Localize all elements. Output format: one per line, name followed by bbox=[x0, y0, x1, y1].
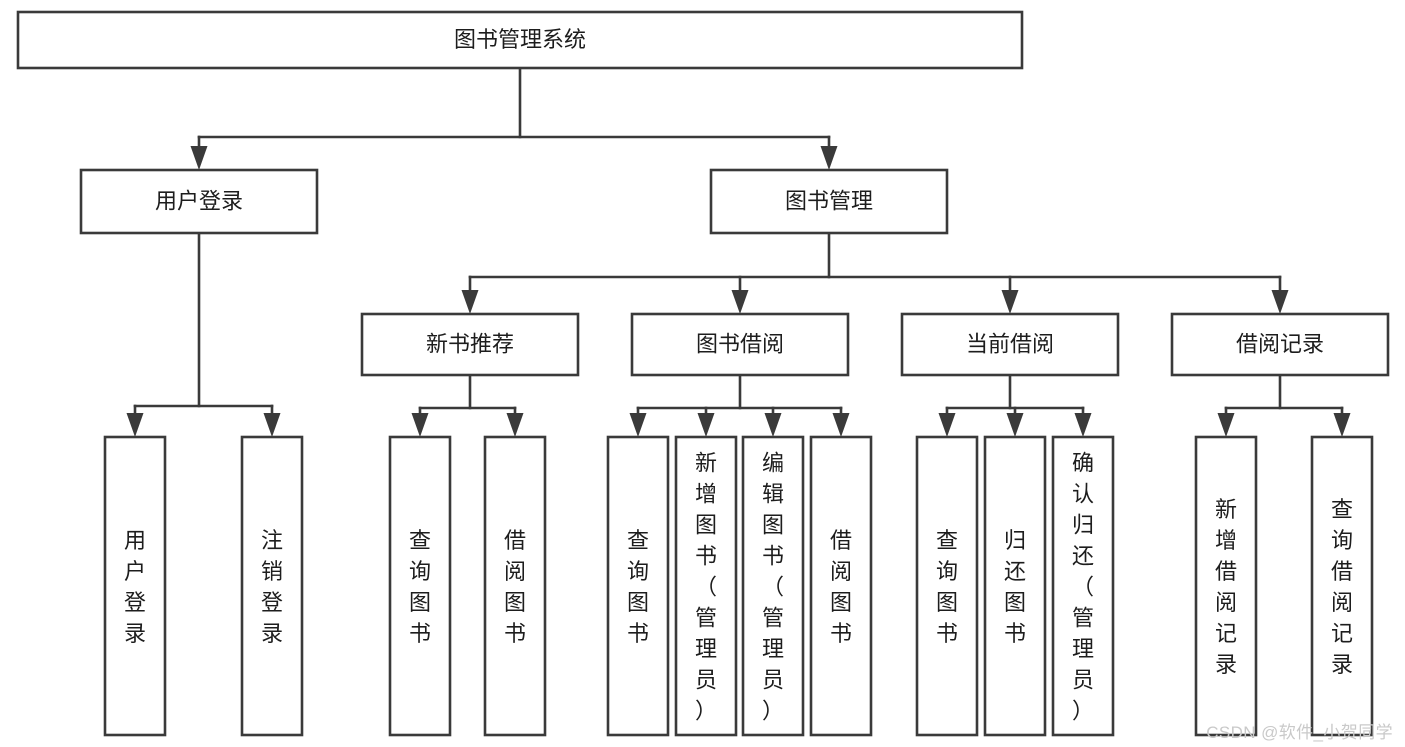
node-user-login[interactable]: 用户登录 bbox=[79, 168, 319, 235]
node-borrow-record[interactable]: 借阅记录 bbox=[1170, 312, 1390, 377]
node-book-borrow[interactable]: 图书借阅 bbox=[630, 312, 850, 377]
node-label: 图书借阅 bbox=[696, 331, 784, 356]
node-label: 注销登录 bbox=[261, 528, 283, 646]
node-book-manage[interactable]: 图书管理 bbox=[709, 168, 949, 235]
node-label: 查询借阅记录 bbox=[1331, 497, 1353, 677]
node-label: 当前借阅 bbox=[966, 331, 1054, 356]
connector-book-borrow bbox=[629, 373, 850, 437]
node-leaf-borrow-book-1[interactable]: 借阅图书 bbox=[483, 435, 547, 737]
connector-layer bbox=[126, 66, 1351, 437]
connector-borrow-record bbox=[1217, 373, 1351, 437]
node-label: 查询图书 bbox=[936, 528, 958, 646]
node-label: 用户登录 bbox=[155, 188, 243, 213]
node-label: 归还图书 bbox=[1004, 528, 1026, 646]
node-label: 借阅记录 bbox=[1236, 331, 1324, 356]
node-label: 查询图书 bbox=[627, 528, 649, 646]
node-label: 确认归还（管理员） bbox=[1072, 451, 1094, 724]
node-leaf-add-record[interactable]: 新增借阅记录 bbox=[1194, 435, 1258, 737]
connector-new-book-rec bbox=[411, 373, 524, 437]
node-leaf-query-book-3[interactable]: 查询图书 bbox=[915, 435, 979, 737]
node-label: 新增图书（管理员） bbox=[695, 451, 717, 724]
node-leaf-edit-book[interactable]: 编辑图书（管理员） bbox=[741, 435, 805, 737]
node-leaf-user-login[interactable]: 用户登录 bbox=[103, 435, 167, 737]
node-leaf-query-book-2[interactable]: 查询图书 bbox=[606, 435, 670, 737]
node-label: 编辑图书（管理员） bbox=[762, 451, 784, 724]
node-root[interactable]: 图书管理系统 bbox=[16, 10, 1024, 70]
node-leaf-query-record[interactable]: 查询借阅记录 bbox=[1310, 435, 1374, 737]
watermark-text: CSDN @软件_小贺同学 bbox=[1206, 723, 1393, 742]
connector-current-borrow bbox=[938, 373, 1092, 437]
connector-user-login bbox=[126, 231, 281, 437]
node-leaf-confirm-return[interactable]: 确认归还（管理员） bbox=[1051, 435, 1115, 737]
connector-book-manage bbox=[461, 231, 1289, 314]
node-layer: 图书管理系统用户登录图书管理新书推荐图书借阅当前借阅借阅记录用户登录注销登录查询… bbox=[16, 10, 1390, 737]
node-current-borrow[interactable]: 当前借阅 bbox=[900, 312, 1120, 377]
node-label: 查询图书 bbox=[409, 528, 431, 646]
node-label: 新增借阅记录 bbox=[1215, 497, 1237, 677]
node-label: 用户登录 bbox=[124, 528, 146, 646]
node-label: 借阅图书 bbox=[830, 528, 852, 646]
node-leaf-query-book-1[interactable]: 查询图书 bbox=[388, 435, 452, 737]
node-leaf-return-book[interactable]: 归还图书 bbox=[983, 435, 1047, 737]
node-label: 图书管理系统 bbox=[454, 27, 586, 52]
node-label: 新书推荐 bbox=[426, 331, 514, 356]
node-leaf-add-book[interactable]: 新增图书（管理员） bbox=[674, 435, 738, 737]
node-label: 借阅图书 bbox=[504, 528, 526, 646]
node-new-book-rec[interactable]: 新书推荐 bbox=[360, 312, 580, 377]
connector-root bbox=[190, 66, 838, 170]
node-label: 图书管理 bbox=[785, 188, 873, 213]
node-leaf-borrow-book-2[interactable]: 借阅图书 bbox=[809, 435, 873, 737]
node-leaf-user-logout[interactable]: 注销登录 bbox=[240, 435, 304, 737]
